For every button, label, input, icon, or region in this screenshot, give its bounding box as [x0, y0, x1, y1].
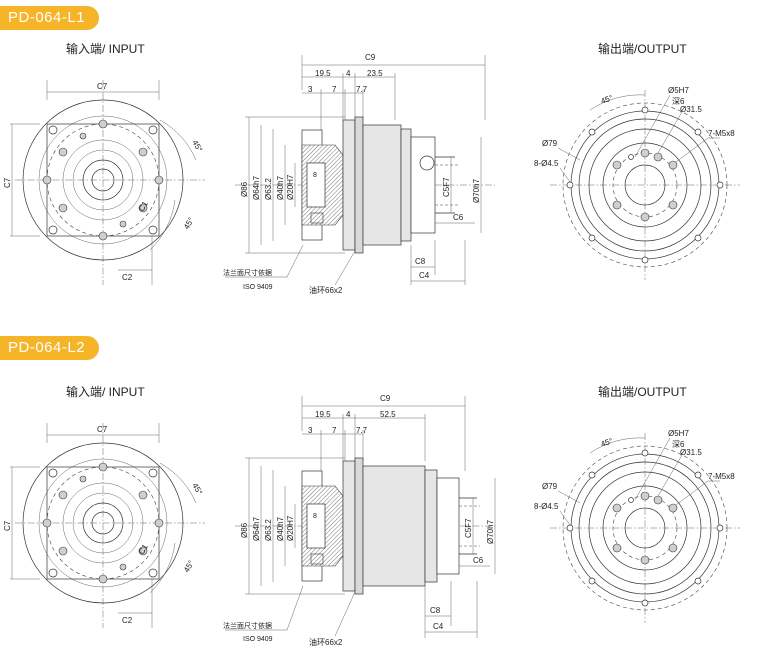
side-label-d4: 3 — [308, 85, 313, 94]
input-label-ang-a: 45° — [190, 482, 204, 497]
input-view: C7 C7 C2 C1 45° 45° — [3, 423, 205, 628]
input-heading: 输入端/ INPUT — [66, 42, 145, 56]
side-label-dia86: Ø86 — [240, 181, 249, 197]
side-label-oil: 油环66x2 — [309, 285, 343, 295]
output-label-depth: 深6 — [672, 440, 685, 449]
input-label-c7-side: C7 — [3, 520, 12, 531]
output-label-depth: 深6 — [672, 97, 685, 106]
side-view: C9 19.5 4 23.5 3 7 7.7 8 Ø86 Ø64h7 — [223, 53, 495, 295]
output-label-d31: Ø31.5 — [680, 448, 702, 457]
output-label-m5: 7-M5x8 — [708, 472, 735, 481]
side-view: C9 19.5 4 52.5 3 7 7.7 8 Ø86 Ø64h7 — [223, 394, 496, 647]
side-label-dia40: Ø40h7 — [276, 175, 285, 200]
side-label-d5: 7 — [332, 85, 337, 94]
input-label-ang-a: 45° — [190, 139, 204, 154]
side-note-1: 法兰面尺寸依据 — [223, 621, 272, 630]
side-label-c9: C9 — [365, 53, 376, 62]
input-label-c1: C1 — [137, 199, 150, 213]
side-label-c5: C5F7 — [464, 518, 473, 538]
input-label-c2: C2 — [122, 273, 133, 282]
model-badge: PD-064-L2 — [0, 336, 100, 360]
side-label-c6: C6 — [453, 213, 464, 222]
output-label-d5h7: Ø5H7 — [668, 429, 689, 438]
output-label-ang: 45° — [600, 93, 614, 106]
input-label-c1: C1 — [137, 542, 150, 556]
side-label-d1: 19.5 — [315, 410, 331, 419]
output-label-holes: 8-Ø4.5 — [534, 502, 559, 511]
side-label-dia20: Ø20H7 — [286, 515, 295, 541]
side-label-c4: C4 — [419, 271, 430, 280]
output-label-d5h7: Ø5H7 — [668, 86, 689, 95]
input-label-c7-top: C7 — [97, 425, 108, 434]
output-label-d31: Ø31.5 — [680, 105, 702, 114]
input-heading: 输入端/ INPUT — [66, 385, 145, 399]
side-label-d4: 3 — [308, 426, 313, 435]
side-label-d2: 4 — [346, 69, 351, 78]
side-note-2: ISO 9409 — [243, 284, 273, 291]
side-label-c5: C5F7 — [442, 177, 451, 197]
output-label-m5: 7-M5x8 — [708, 129, 735, 138]
side-label-c6: C6 — [473, 556, 484, 565]
side-label-d1: 19.5 — [315, 69, 331, 78]
side-label-dia20: Ø20H7 — [286, 174, 295, 200]
side-label-dia64: Ø64h7 — [252, 175, 261, 200]
side-label-dia63: Ø63.2 — [264, 519, 273, 541]
section-l1: PD-064-L1 输入端/ INPUT 输出端/OUTPUT C7 C7 C2… — [0, 0, 761, 320]
output-label-holes: 8-Ø4.5 — [534, 159, 559, 168]
side-label-c8: C8 — [415, 257, 426, 266]
side-label-c4: C4 — [433, 622, 444, 631]
side-label-d3: 52.5 — [380, 410, 396, 419]
output-label-ang: 45° — [600, 436, 614, 449]
side-label-dia70: Ø70h7 — [486, 519, 495, 544]
output-label-d79: Ø79 — [542, 482, 558, 491]
side-label-d6: 7.7 — [356, 85, 368, 94]
side-note-2: ISO 9409 — [243, 636, 273, 643]
side-label-dia70: Ø70h7 — [472, 178, 481, 203]
side-label-d2: 4 — [346, 410, 351, 419]
side-note-1: 法兰面尺寸依据 — [223, 268, 272, 277]
input-label-c7-top: C7 — [97, 82, 108, 91]
output-heading: 输出端/OUTPUT — [598, 385, 687, 399]
output-label-d79: Ø79 — [542, 139, 558, 148]
side-label-oil: 油环66x2 — [309, 637, 343, 647]
input-label-c2: C2 — [122, 616, 133, 625]
side-label-key8: 8 — [313, 513, 317, 520]
input-label-ang-b: 45° — [182, 559, 196, 574]
side-label-c9: C9 — [380, 394, 391, 403]
side-label-key8: 8 — [313, 172, 317, 179]
input-label-ang-b: 45° — [182, 216, 196, 231]
side-label-d5: 7 — [332, 426, 337, 435]
output-heading: 输出端/OUTPUT — [598, 42, 687, 56]
input-view: C7 C7 C2 C1 45° 45° — [3, 80, 205, 285]
input-label-c7-side: C7 — [3, 177, 12, 188]
side-label-dia64: Ø64h7 — [252, 516, 261, 541]
side-label-dia63: Ø63.2 — [264, 178, 273, 200]
side-label-c8: C8 — [430, 606, 441, 615]
output-view: 45° Ø5H7 深6 Ø31.5 7-M5x8 Ø79 8-Ø4.5 — [534, 86, 740, 280]
output-view: 45° Ø5H7 深6 Ø31.5 7-M5x8 Ø79 8-Ø4.5 — [534, 429, 740, 623]
side-label-d6: 7.7 — [356, 426, 368, 435]
side-label-d3: 23.5 — [367, 69, 383, 78]
side-label-dia86: Ø86 — [240, 522, 249, 538]
model-badge: PD-064-L1 — [0, 6, 100, 30]
side-label-dia40: Ø40h7 — [276, 516, 285, 541]
section-l2: PD-064-L2 输入端/ INPUT 输出端/OUTPUT C7 C7 C2… — [0, 330, 761, 651]
